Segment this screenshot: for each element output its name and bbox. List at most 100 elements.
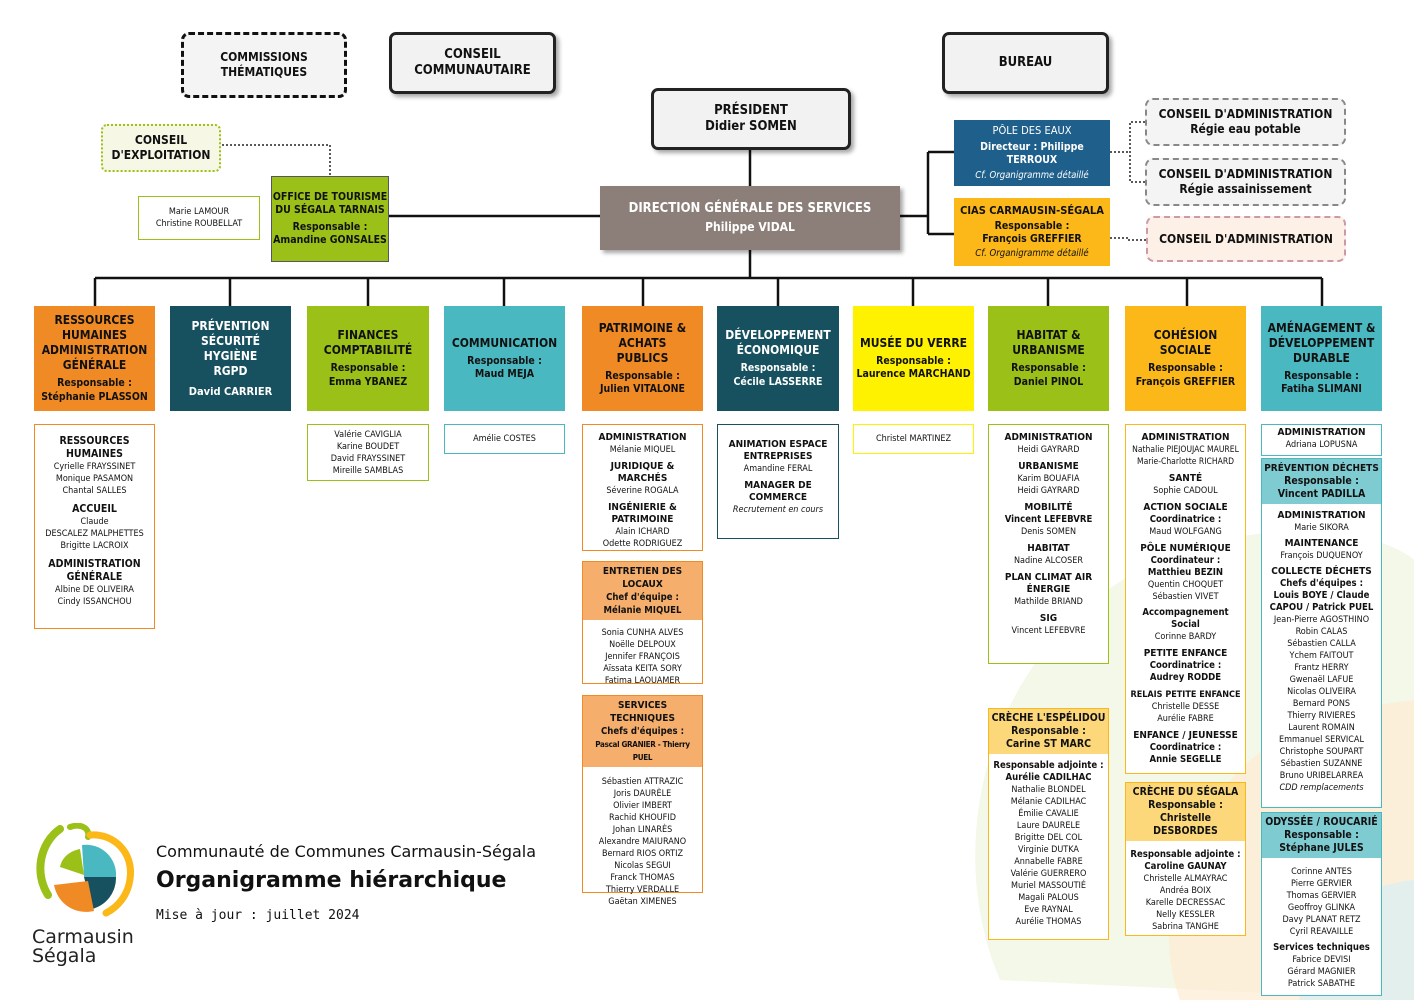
dept-habitat-name: Daniel PINOL: [1013, 375, 1084, 388]
pole-eaux-director: Directeur : Philippe TERROUX: [980, 140, 1084, 166]
dept-patrimoine: PATRIMOINE & ACHATS PUBLICS Responsable …: [582, 306, 703, 411]
ca-cias-box: CONSEIL D'ADMINISTRATION: [1146, 216, 1346, 262]
tourisme-box: OFFICE DE TOURISME DU SÉGALA TARNAIS Res…: [271, 176, 389, 262]
creche-segala-resp: Responsable :: [1148, 799, 1223, 811]
patrimoine-ingenierie-names: Alain ICHARD Odette RODRIGUEZ: [602, 527, 683, 549]
eco-animation-title: ANIMATION ESPACE ENTREPRISES: [728, 439, 828, 462]
dept-patrimoine-name: Julien VITALONE: [600, 383, 685, 395]
dept-finances-title: FINANCES COMPTABILITÉ: [323, 328, 413, 358]
cias-title: CIAS CARMAUSIN-SÉGALA: [960, 204, 1104, 218]
creche-segala-staff: Christelle ALMAYRAC Andréa BOIX Karelle …: [1143, 874, 1228, 932]
cohesion-enfance-title: ENFANCE / JEUNESSE: [1133, 730, 1238, 741]
odyssee-resp: Responsable :: [1284, 829, 1359, 841]
entretien-box: ENTRETIEN DES LOCAUX Chef d'équipe : Mél…: [582, 561, 703, 686]
dechets-collecte-names: Jean-Pierre AGOSTHINO Robin CALAS Sébast…: [1273, 615, 1370, 781]
eco-staff-box: ANIMATION ESPACE ENTREPRISES Amandine FE…: [717, 424, 839, 539]
dept-musee: MUSÉE DU VERRE Responsable : Laurence MA…: [853, 306, 974, 411]
patrimoine-admin-title: ADMINISTRATION: [598, 432, 687, 443]
dept-habitat-resp: Responsable :: [1011, 362, 1086, 375]
creche-espelidou-name: Carine ST MARC: [1005, 738, 1092, 750]
amenagement-admin-box: ADMINISTRATION Adriana LOPUSNA: [1261, 424, 1382, 456]
cohesion-staff-box: ADMINISTRATION Nathalie PIEJOUJAC MAUREL…: [1125, 424, 1246, 774]
patrimoine-juridique-names: Séverine ROGALA: [606, 486, 679, 496]
dept-communication-resp: Responsable :: [467, 354, 542, 367]
footer-org: Communauté de Communes Carmausin-Ségala: [156, 842, 537, 861]
cohesion-action-names: Maud WOLFGANG: [1149, 527, 1222, 537]
creche-segala-adj-name: Caroline GAUNAY: [1144, 861, 1227, 872]
prevention-dechets-header: PRÉVENTION DÉCHETS Responsable : Vincent…: [1262, 459, 1381, 504]
cohesion-admin-names: Nathalie PIEJOUJAC MAUREL Marie-Charlott…: [1132, 445, 1239, 467]
logo-text: Carmausin Ségala: [32, 928, 134, 966]
dept-patrimoine-title: PATRIMOINE & ACHATS PUBLICS: [598, 320, 687, 365]
dept-rh-title: RESSOURCES HUMAINES ADMINISTRATION GÉNÉR…: [41, 313, 148, 373]
habitat-climat-names: Mathilde BRIAND: [1014, 597, 1083, 607]
creche-espelidou-header: CRÈCHE L'ESPÉLIDOU Responsable : Carine …: [989, 709, 1108, 754]
musee-staff-box: Christel MARTINEZ: [853, 424, 974, 454]
president-title: PRÉSIDENT: [714, 102, 788, 118]
eco-manager-name: Recrutement en cours: [732, 505, 824, 515]
creche-segala-title: CRÈCHE DU SÉGALA: [1132, 786, 1239, 798]
odyssee-title: ODYSSÉE / ROUCARIÉ: [1265, 816, 1378, 828]
cias-box: CIAS CARMAUSIN-SÉGALA Responsable : Fran…: [954, 198, 1110, 266]
dept-rh: RESSOURCES HUMAINES ADMINISTRATION GÉNÉR…: [34, 306, 155, 411]
dept-communication-title: COMMUNICATION: [451, 335, 558, 350]
habitat-mobilite-lead: Vincent LEFEBVRE: [1004, 514, 1093, 525]
accueil-section-names: Claude DESCALEZ MALPHETTES Brigitte LACR…: [45, 517, 144, 551]
dept-musee-resp: Responsable :: [876, 354, 951, 367]
creche-segala-name: Christelle DESBORDES: [1153, 812, 1218, 837]
dept-rh-resp: Responsable :: [57, 377, 132, 390]
dept-amenagement-resp: Responsable :: [1284, 369, 1359, 382]
tourisme-staff-box: Marie LAMOUR Christine ROUBELLAT: [138, 196, 260, 240]
finances-staff-box: Valérie CAVIGLIA Karine BOUDET David FRA…: [307, 424, 429, 481]
dept-habitat-title: HABITAT & URBANISME: [1012, 328, 1085, 358]
ca-cias-title: CONSEIL D'ADMINISTRATION: [1159, 231, 1333, 246]
ca-eau-potable-box: CONSEIL D'ADMINISTRATION Régie eau potab…: [1145, 98, 1346, 146]
dept-eco-title: DÉVELOPPEMENT ÉCONOMIQUE: [725, 328, 831, 358]
admin-generale-title: ADMINISTRATION GÉNÉRALE: [48, 558, 141, 583]
cohesion-numerique-coord: Coordinateur :: [1150, 555, 1221, 566]
dept-cohesion-title: COHÉSION SOCIALE: [1153, 328, 1218, 358]
creche-segala-adj: Responsable adjointe :: [1130, 849, 1241, 860]
entretien-header: ENTRETIEN DES LOCAUX Chef d'équipe : Mél…: [583, 562, 702, 620]
patrimoine-staff-box: ADMINISTRATION Mélanie MIQUEL JURIDIQUE …: [582, 424, 703, 551]
amenagement-admin-names: Adriana LOPUSNA: [1285, 440, 1358, 450]
musee-staff: Christel MARTINEZ: [875, 434, 952, 444]
dept-musee-title: MUSÉE DU VERRE: [859, 335, 968, 350]
ca-assainissement-sub: Régie assainissement: [1179, 182, 1312, 196]
finances-staff: Valérie CAVIGLIA Karine BOUDET David FRA…: [330, 430, 406, 476]
dechets-maintenance-names: François DUQUENOY: [1280, 551, 1363, 561]
entretien-chef: Chef d'équipe :: [606, 592, 679, 603]
cohesion-sante-title: SANTÉ: [1168, 473, 1203, 484]
cohesion-petite-enfance-lead: Audrey RODDE: [1149, 672, 1222, 683]
conseil-exploitation-label: CONSEIL D'EXPLOITATION: [111, 133, 211, 162]
conseil-communautaire-label: CONSEIL COMMUNAUTAIRE: [414, 46, 531, 78]
entretien-title: ENTRETIEN DES LOCAUX: [602, 566, 683, 590]
dechets-maintenance-title: MAINTENANCE: [1284, 538, 1359, 549]
services-techniques-chef: Chefs d'équipes :: [601, 726, 684, 737]
dept-cohesion-name: François GREFFIER: [1135, 375, 1236, 388]
logo-text-line2: Ségala: [32, 945, 97, 967]
creche-espelidou-adj: Responsable adjointe :: [993, 760, 1104, 771]
habitat-sig-names: Vincent LEFEBVRE: [1011, 626, 1086, 636]
prevention-dechets-box: PRÉVENTION DÉCHETS Responsable : Vincent…: [1261, 458, 1382, 808]
dgs-box: DIRECTION GÉNÉRALE DES SERVICES Philippe…: [600, 186, 900, 250]
dept-amenagement: AMÉNAGEMENT & DÉVELOPPEMENT DURABLE Resp…: [1261, 306, 1382, 411]
creche-segala-header: CRÈCHE DU SÉGALA Responsable : Christell…: [1126, 783, 1245, 841]
habitat-habitat-names: Nadine ALCOSER: [1013, 556, 1084, 566]
cias-note: Cf. Organigramme détaillé: [975, 248, 1089, 260]
dept-habitat: HABITAT & URBANISME Responsable : Daniel…: [988, 306, 1109, 411]
dechets-collecte-chefs-names: Louis BOYE / Claude CAPOU / Patrick PUEL: [1269, 590, 1374, 613]
dept-communication: COMMUNICATION Responsable : Maud MEJA: [444, 306, 565, 411]
tourisme-resp-label: Responsable :: [292, 220, 368, 233]
dept-eco-name: Cécile LASSERRE: [733, 375, 823, 388]
habitat-staff-box: ADMINISTRATION Heidi GAYRARD URBANISME K…: [988, 424, 1109, 664]
dept-rh-name: Stéphanie PLASSON: [41, 390, 148, 403]
dept-amenagement-name: Fatiha SLIMANI: [1281, 383, 1362, 395]
dept-communication-name: Maud MEJA: [474, 368, 535, 380]
entretien-chef-name: Mélanie MIQUEL: [603, 605, 682, 616]
habitat-mobilite-names: Denis SOMEN: [1020, 527, 1077, 537]
prevention-dechets-title: PRÉVENTION DÉCHETS: [1264, 463, 1379, 474]
president-box: PRÉSIDENT Didier SOMEN: [651, 88, 851, 150]
services-techniques-chef-name: Pascal GRANIER - Thierry PUEL: [595, 740, 690, 762]
